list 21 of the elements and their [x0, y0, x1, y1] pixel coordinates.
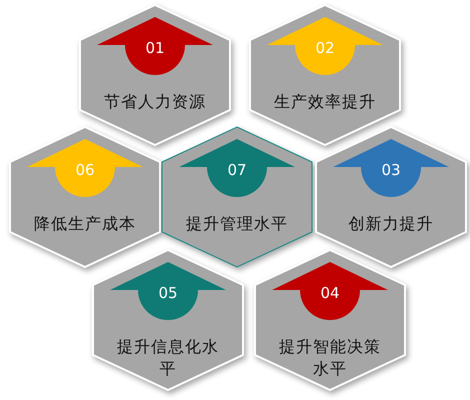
hexagon-box — [162, 127, 312, 267]
node-label: 节省人力资源 — [103, 91, 207, 113]
node-label: 提升智能决策水平 — [278, 336, 382, 380]
step-number: 06 — [74, 161, 96, 179]
hexagon-box — [10, 127, 160, 267]
step-number: 02 — [314, 39, 336, 57]
hexagon-box — [80, 5, 230, 145]
step-number: 07 — [226, 161, 248, 179]
hexagon-box — [250, 5, 400, 145]
step-number: 01 — [144, 39, 166, 57]
hexagon-box — [93, 250, 243, 390]
hexagon-box — [255, 250, 405, 390]
node-label: 生产效率提升 — [273, 91, 377, 113]
node-label: 提升管理水平 — [185, 213, 289, 235]
hexagon-box — [316, 127, 466, 267]
step-number: 04 — [319, 284, 341, 302]
node-label: 创新力提升 — [348, 213, 434, 235]
step-number: 03 — [380, 161, 402, 179]
step-number: 05 — [157, 284, 179, 302]
node-label: 降低生产成本 — [33, 213, 137, 235]
node-label: 提升信息化水平 — [116, 336, 220, 380]
